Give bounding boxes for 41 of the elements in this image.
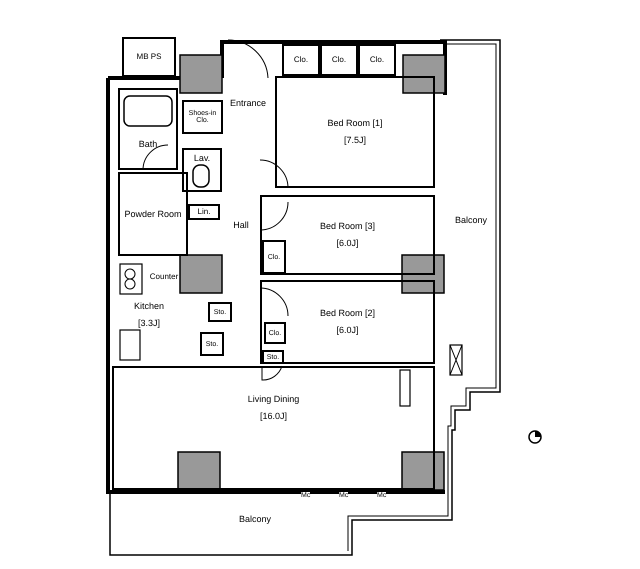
- closet: [282, 44, 320, 76]
- room-label: Bath: [138, 140, 158, 148]
- powder-room: [118, 172, 188, 256]
- room-label: Lin.: [198, 208, 210, 216]
- shoe-closet: [182, 100, 223, 134]
- pipe-space: [122, 37, 176, 77]
- room-label: Powder Room: [124, 210, 182, 218]
- room-label: Balcony: [454, 216, 488, 224]
- room-label: Hall: [233, 220, 249, 230]
- room-label: [16.0J]: [260, 412, 288, 421]
- room-label: Lav.: [194, 154, 210, 162]
- closet: [262, 240, 286, 274]
- room-label: Counter: [150, 273, 178, 281]
- room-label: Bed Room [3]: [320, 222, 376, 231]
- room-label: [6.0J]: [336, 326, 358, 335]
- room-label: Kitchen: [134, 302, 164, 311]
- room-label: [6.0J]: [336, 239, 358, 248]
- closet: [264, 322, 286, 344]
- closet: [358, 44, 396, 76]
- bedroom: [260, 280, 435, 364]
- linen-closet: [188, 204, 220, 220]
- room-label: Clo.: [332, 56, 346, 64]
- room-label: Balcony: [238, 514, 272, 524]
- storage-closet: [200, 332, 224, 356]
- storage-closet: [208, 302, 232, 322]
- room-label: Bed Room [1]: [327, 119, 383, 128]
- room-label: [3.3J]: [138, 319, 160, 328]
- room-label: MB PS: [136, 53, 162, 61]
- storage-closet: [262, 350, 284, 364]
- room-label: Living Dining: [248, 395, 300, 404]
- room-label: Clo.: [294, 56, 308, 64]
- bedroom: [260, 195, 435, 275]
- living-dining-room: [112, 366, 435, 490]
- room-label: Clo.: [370, 56, 384, 64]
- room-label: Entrance: [230, 98, 266, 108]
- bedroom: [275, 76, 435, 188]
- bathroom: [118, 88, 178, 170]
- closet: [320, 44, 358, 76]
- lavatory: [182, 148, 222, 192]
- room-label: Bed Room [2]: [320, 309, 376, 318]
- room-label: [7.5J]: [344, 136, 366, 145]
